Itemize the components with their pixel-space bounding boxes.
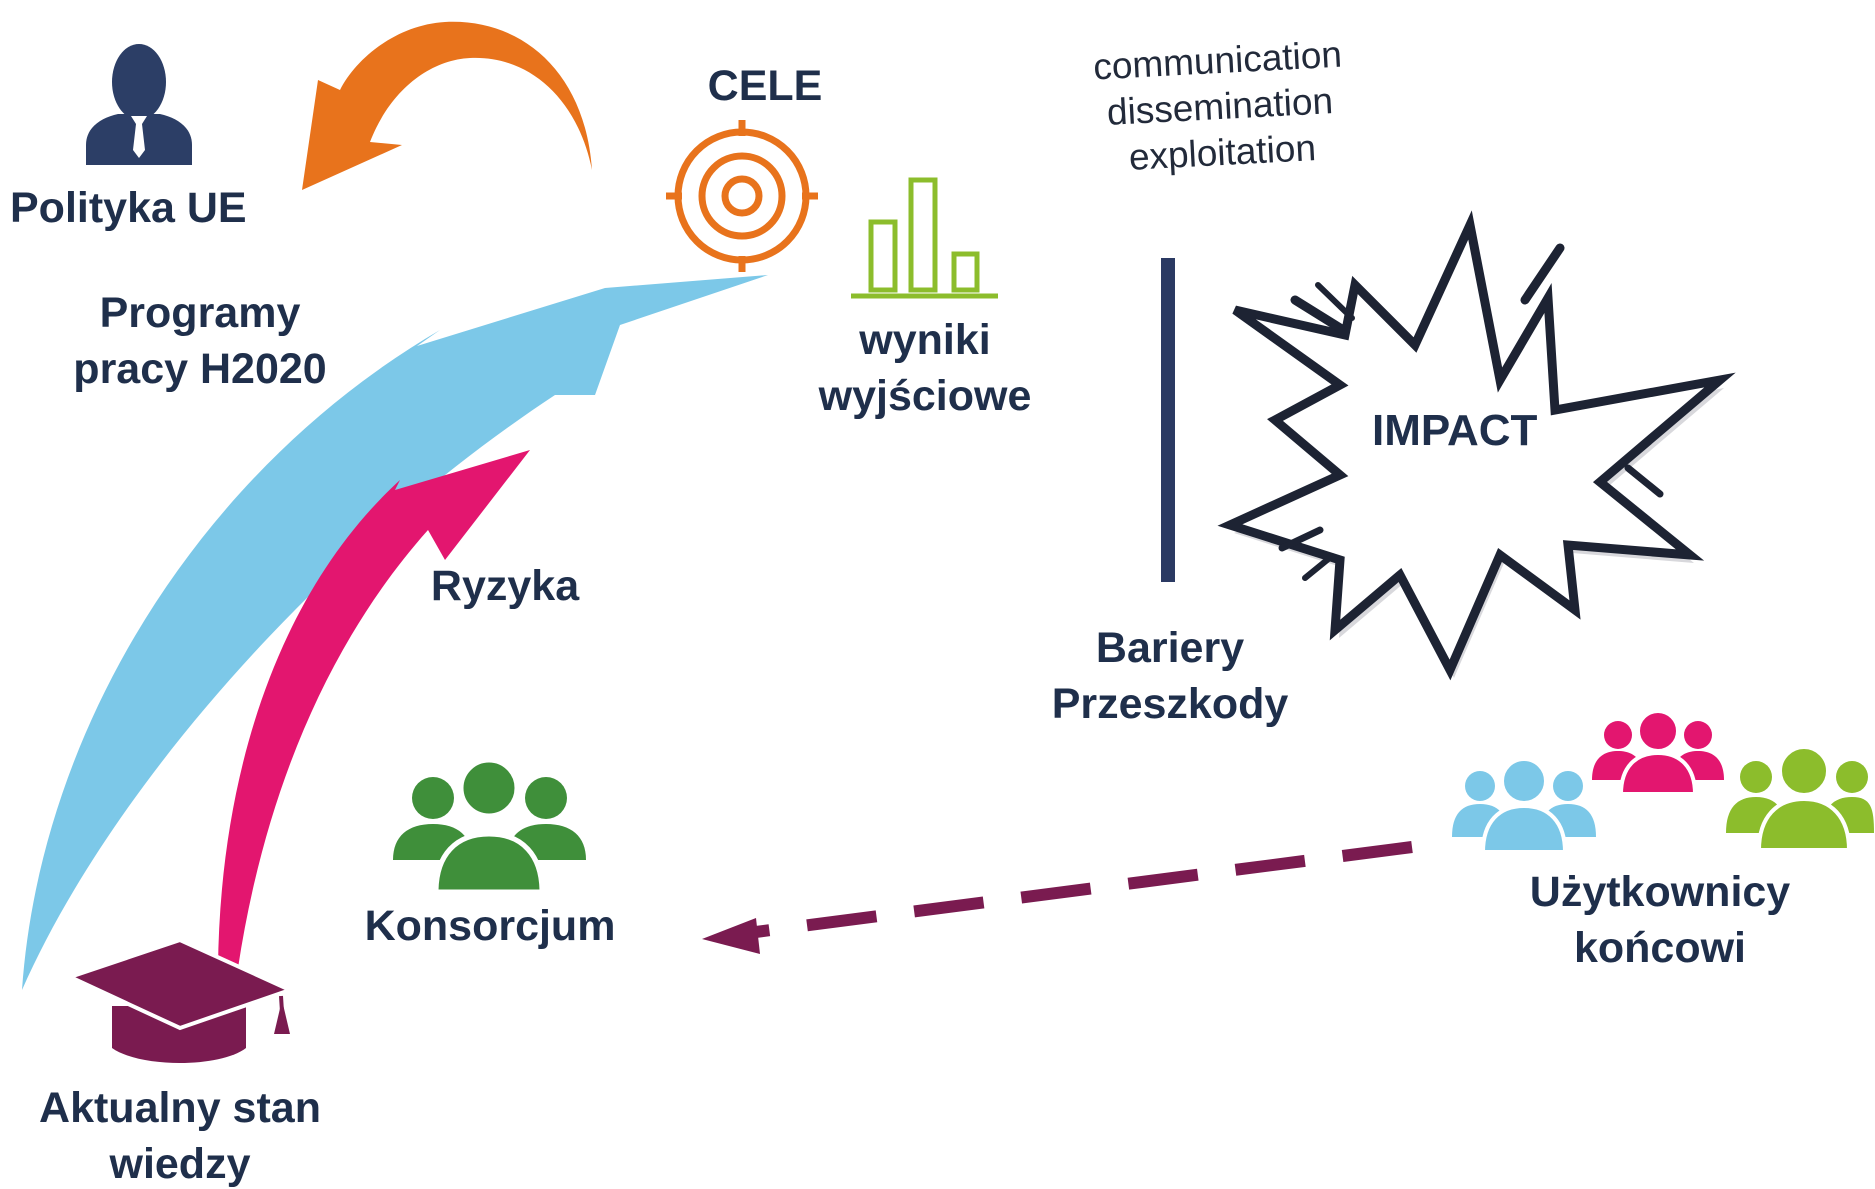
user-groups-icon: [1452, 709, 1874, 854]
explosion-burst-icon: [1217, 210, 1736, 681]
end-users-label: Użytkownicy końcowi: [1500, 864, 1820, 976]
goals-label: CELE: [690, 58, 840, 114]
consortium-label: Konsorcjum: [340, 898, 640, 954]
businessman-icon: [86, 44, 192, 165]
barriers-line1: Bariery: [1095, 624, 1245, 672]
barriers-label: Bariery Przeszkody: [1020, 620, 1320, 732]
cde-terms: communication dissemination exploitation: [1067, 30, 1374, 184]
end-users-line1: Użytkownicy: [1529, 868, 1791, 916]
work-programmes-line1: Programy: [99, 289, 301, 337]
outputs-line1: wyniki: [859, 316, 991, 364]
knowledge-line1: Aktualny stan: [39, 1084, 321, 1132]
consortium-label-text: Konsorcjum: [364, 902, 616, 950]
knowledge-label: Aktualny stan wiedzy: [10, 1080, 350, 1189]
policy-feedback-arrow: [302, 21, 592, 190]
risks-label-text: Ryzyka: [430, 562, 580, 610]
policy-label-text: Polityka UE: [10, 184, 247, 232]
bar-chart-icon: [851, 177, 998, 299]
risks-label: Ryzyka: [420, 558, 590, 614]
graduation-cap-icon: [64, 937, 296, 1063]
work-programmes-line2: pracy H2020: [73, 345, 327, 393]
work-programmes-arrow: [22, 275, 768, 990]
work-programmes-label: Programy pracy H2020: [40, 285, 360, 397]
end-users-line2: końcowi: [1573, 924, 1747, 972]
policy-label: Polityka UE: [10, 180, 275, 236]
goals-label-text: CELE: [707, 62, 823, 110]
risks-arrow: [218, 450, 530, 968]
outputs-line2: wyjściowe: [818, 372, 1032, 420]
group-icon: [393, 757, 586, 895]
target-icon: [666, 120, 818, 272]
impact-label: IMPACT: [1372, 406, 1538, 455]
barriers-line2: Przeszkody: [1051, 680, 1289, 728]
user-feedback-dashed-arrow: [702, 841, 1413, 954]
knowledge-line2: wiedzy: [109, 1140, 251, 1188]
outputs-label: wyniki wyjściowe: [790, 312, 1060, 424]
barrier-line: [1161, 258, 1175, 582]
